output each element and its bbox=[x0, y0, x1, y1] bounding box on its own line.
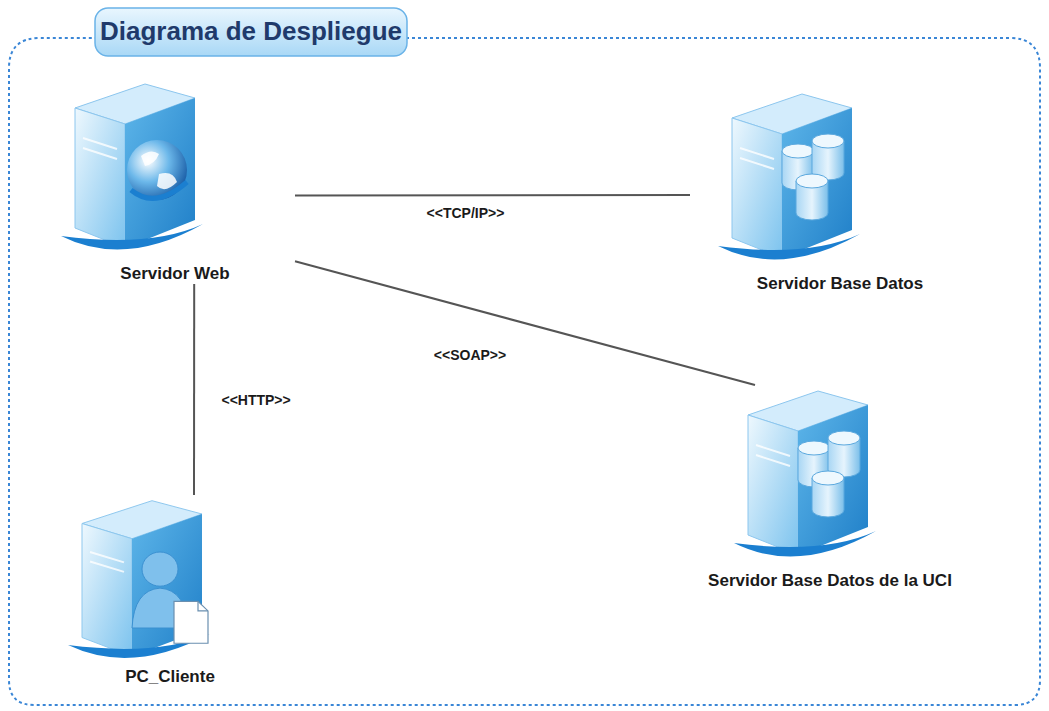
database-server-icon bbox=[734, 391, 876, 556]
database-server-icon bbox=[718, 94, 860, 259]
deployment-node: PC_Cliente bbox=[50, 495, 290, 687]
protocol-label: <<SOAP>> bbox=[431, 346, 509, 364]
web-server-icon bbox=[61, 84, 203, 249]
node-label: Servidor Base Datos de la UCI bbox=[706, 571, 954, 591]
protocol-label: <<TCP/IP>> bbox=[424, 204, 508, 222]
diagram-title: Diagrama de Despliegue bbox=[100, 16, 402, 47]
connector-line bbox=[295, 194, 690, 196]
title-tab bbox=[95, 8, 407, 56]
connector-line bbox=[193, 284, 195, 495]
frame bbox=[9, 38, 1040, 705]
node-label: Servidor Web bbox=[118, 264, 231, 284]
node-label: Servidor Base Datos bbox=[755, 274, 925, 294]
deployment-node: Servidor Base Datos bbox=[690, 88, 990, 294]
client-pc-icon bbox=[68, 501, 210, 658]
node-label: PC_Cliente bbox=[123, 667, 217, 687]
protocol-label: <<HTTP>> bbox=[218, 391, 293, 409]
connector-line bbox=[295, 261, 755, 385]
deployment-node: Servidor Base Datos de la UCI bbox=[680, 385, 980, 591]
deployment-node: Servidor Web bbox=[55, 78, 295, 284]
